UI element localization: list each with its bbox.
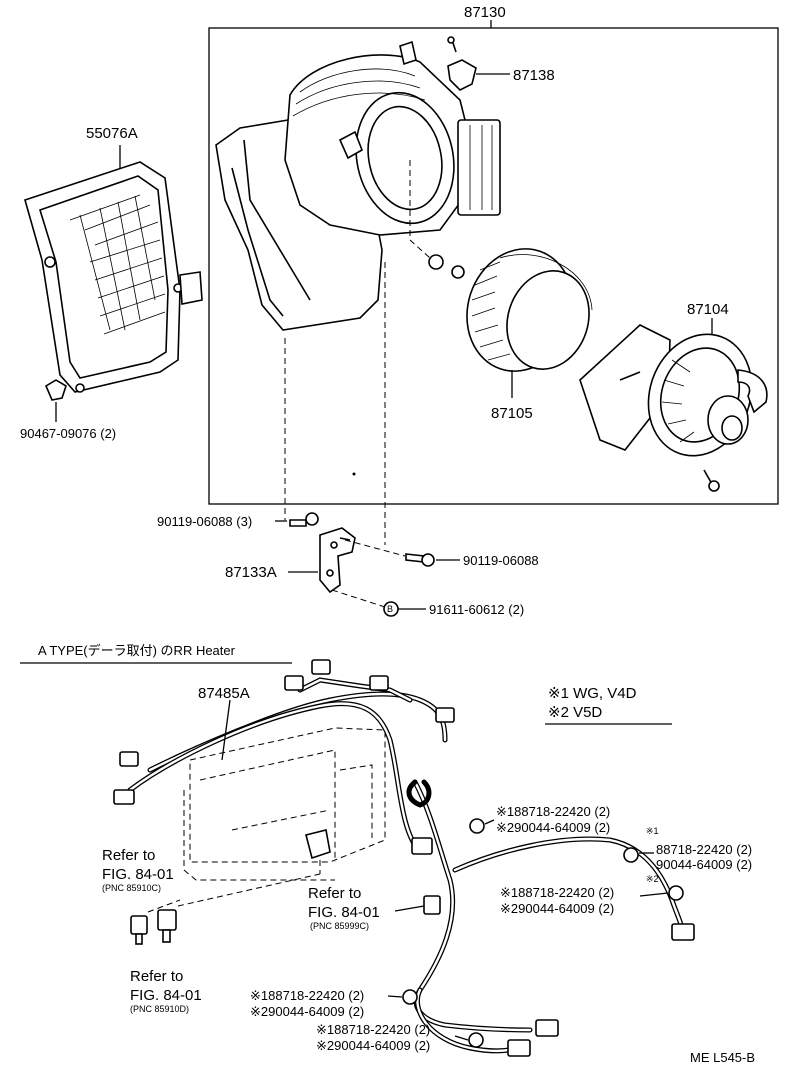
washer-icon: [451, 265, 465, 279]
ref2-line3: (PNC 85999C): [310, 921, 369, 931]
label-55076A: 55076A: [86, 125, 138, 142]
clamp2-a: 88718-22420 (2): [656, 842, 752, 857]
clamp2-star2: ※2: [646, 874, 659, 884]
label-90119-06088: 90119-06088: [463, 553, 539, 568]
clamp-icon: [469, 818, 485, 834]
ref3-line2: FIG. 84-01: [130, 987, 202, 1004]
clamp1-a: ※188718-22420 (2): [496, 804, 610, 819]
blower-case: [215, 40, 501, 331]
clamp4-a: ※188718-22420 (2): [250, 988, 364, 1003]
clamp2-star1: ※1: [646, 826, 659, 836]
ref3-line1: Refer to: [130, 968, 183, 985]
clamp2-b: 90044-64009 (2): [656, 857, 752, 872]
nut-icon: [428, 254, 444, 270]
clamp5-icon: [468, 1032, 484, 1048]
ref2-line1: Refer to: [308, 885, 361, 902]
bracket-87133A: [319, 527, 356, 594]
label-87138: 87138: [513, 67, 555, 84]
label-90467: 90467-09076 (2): [20, 426, 116, 441]
label-87104: 87104: [687, 301, 729, 318]
sensor-85910D: [157, 909, 177, 943]
ref1-line3: (PNC 85910C): [102, 883, 161, 893]
label-87133A: 87133A: [225, 564, 277, 581]
screw-90119: [405, 553, 435, 567]
clamp3-a: ※188718-22420 (2): [500, 885, 614, 900]
clamp5-a: ※188718-22420 (2): [316, 1022, 430, 1037]
note-v5d: ※2 V5D: [548, 704, 602, 721]
note-wg-v4d: ※1 WG, V4D: [548, 685, 637, 702]
clamp4-icon: [402, 989, 418, 1005]
clamp3-icon: [668, 885, 684, 901]
ref2-line2: FIG. 84-01: [308, 904, 380, 921]
label-87105: 87105: [491, 405, 533, 422]
clip-90467: [44, 379, 67, 422]
clamp5-b: ※290044-64009 (2): [316, 1038, 430, 1053]
part-87138: [447, 36, 510, 91]
ref1-line2: FIG. 84-01: [102, 866, 174, 883]
rr-heater-unit: [183, 727, 386, 881]
screw-90119-3: [289, 512, 319, 527]
label-87485A: 87485A: [198, 685, 250, 702]
clamp1-b: ※290044-64009 (2): [496, 820, 610, 835]
ref3-line3: (PNC 85910D): [130, 1004, 189, 1014]
wire-harness-87485A: [113, 659, 695, 1057]
filter-case-55076A: [24, 161, 203, 393]
fan-87105: [466, 248, 593, 372]
ref1-line1: Refer to: [102, 847, 155, 864]
section-title: A TYPE(デーラ取付) のRR Heater: [38, 643, 236, 658]
b-marker-letter: B: [387, 604, 393, 614]
label-87130: 87130: [464, 4, 506, 21]
sensor-85910C: [130, 915, 148, 945]
label-90119-06088-3: 90119-06088 (3): [157, 514, 252, 529]
motor-87104: [579, 324, 768, 492]
clamp4-b: ※290044-64009 (2): [250, 1004, 364, 1019]
assembly-frame: [208, 27, 779, 505]
diagram-code: ME L545-B: [690, 1050, 755, 1065]
label-91611: 91611-60612 (2): [429, 602, 524, 617]
clamp3-b: ※290044-64009 (2): [500, 901, 614, 916]
clamp2-icon: [623, 847, 639, 863]
